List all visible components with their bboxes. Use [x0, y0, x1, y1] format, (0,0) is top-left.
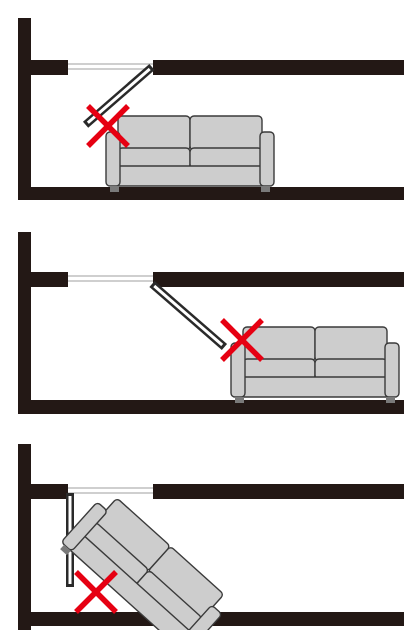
- panel-3-sofa-through-opening: [18, 444, 404, 630]
- x-mark-icon: [74, 570, 118, 614]
- x-mark-icon: [220, 318, 264, 362]
- sofa-icon: [105, 115, 275, 193]
- sofa-icon: [230, 326, 400, 404]
- panel-1-hatch-over-sofa: [18, 18, 404, 200]
- hatch-rail: [68, 487, 153, 494]
- x-mark-icon: [86, 104, 130, 148]
- wall-outline: [18, 232, 404, 414]
- panel-2-hatch-beside-sofa: [18, 232, 404, 414]
- hatch-rail: [68, 63, 153, 70]
- sofa-icon: [56, 489, 234, 630]
- hatch-door-icon: [82, 63, 155, 128]
- hatch-door-icon: [149, 280, 228, 351]
- hatch-rail: [68, 275, 153, 282]
